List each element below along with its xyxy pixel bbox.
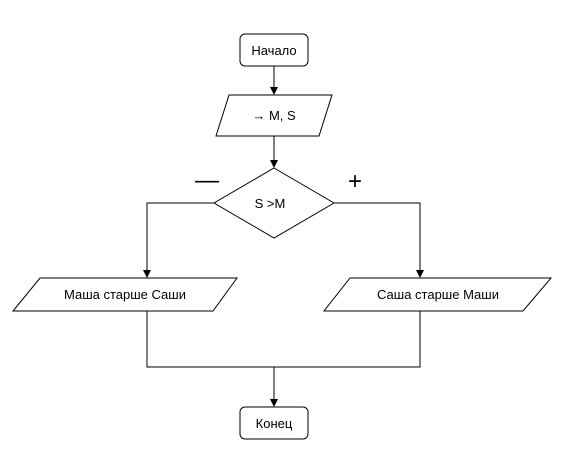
edge-merge-line <box>146 311 421 368</box>
arrowhead <box>270 399 278 407</box>
edge-decision-false <box>143 202 214 278</box>
arrowhead <box>416 270 424 278</box>
decision-node-label: S >M <box>255 196 286 211</box>
decision-node-shape <box>213 167 335 239</box>
start-node: Начало <box>239 33 309 67</box>
output-true-label: Саша старше Маши <box>377 287 499 302</box>
branch-true-label: + <box>348 168 362 195</box>
output-true-node: Саша старше Маши <box>322 277 553 312</box>
arrowhead <box>270 87 278 95</box>
edge-line <box>334 202 421 270</box>
output-true-shape <box>322 277 553 312</box>
start-node-label: Начало <box>251 43 296 58</box>
end-node-label: Конец <box>256 416 293 431</box>
end-node: Конец <box>239 406 309 440</box>
decision-node: S >M <box>213 167 335 239</box>
branch-false-label: — <box>195 167 219 194</box>
input-node-shape <box>215 94 333 137</box>
input-node: → M, S <box>215 94 333 137</box>
arrowhead <box>270 160 278 168</box>
output-false-node: Маша старше Саши <box>11 277 238 312</box>
edge-decision-true <box>334 202 424 278</box>
edge-merge <box>146 311 421 407</box>
input-node-label: → M, S <box>252 108 296 123</box>
arrowhead <box>143 270 151 278</box>
end-node-box <box>239 406 309 440</box>
edge-input-to-decision <box>270 136 278 168</box>
edge-line <box>146 202 214 270</box>
edge-start-to-input <box>270 66 278 95</box>
output-false-shape <box>11 277 238 312</box>
output-false-label: Маша старше Саши <box>64 287 186 302</box>
